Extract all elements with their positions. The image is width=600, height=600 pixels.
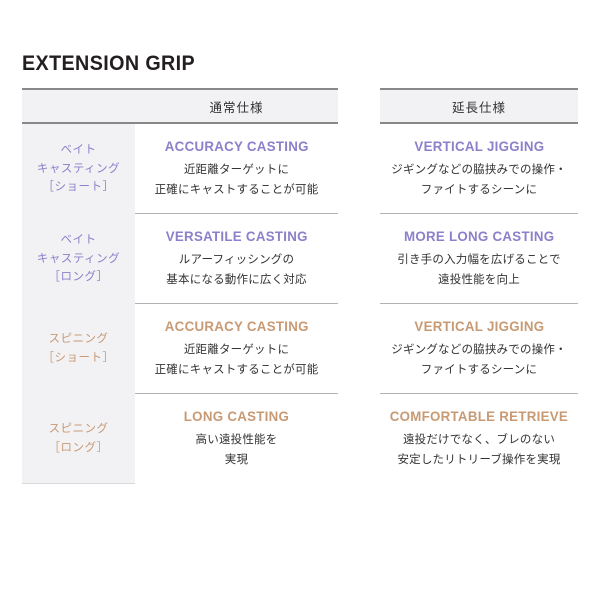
row-separator: [380, 303, 578, 304]
cell-description-line1: ルアーフィッシングの: [178, 253, 295, 266]
row-label-line2: ［ロング］: [48, 442, 109, 454]
cell-extension-spec: MORE LONG CASTING 引き手の入力幅を広げることで 遠投性能を向上: [380, 214, 578, 304]
table-grid: 通常仕様 延長仕様 ベイト キャスティング ［ショート］ ACCURACY CA…: [22, 88, 578, 484]
row-label-line2: キャスティング: [36, 162, 121, 175]
row-label-line1: スピニング: [48, 423, 109, 436]
row-label-line3: ［ショート］: [42, 181, 115, 194]
cell-gap: [338, 124, 380, 214]
row-separator: [380, 393, 578, 394]
cell-normal-spec: VERSATILE CASTING ルアーフィッシングの 基本になる動作に広く対…: [135, 214, 338, 304]
cell-description: ジギングなどの脇挟みでの操作・ ファイトするシーンに: [391, 341, 567, 381]
cell-description-line1: ジギングなどの脇挟みでの操作・: [391, 343, 567, 356]
row-label-line2: キャスティング: [36, 252, 121, 265]
page-title: EXTENSION GRIP: [22, 52, 196, 75]
cell-description-line2: 安定したリトリーブ操作を実現: [397, 453, 561, 466]
cell-extension-spec: COMFORTABLE RETRIEVE 遠投だけでなく、ブレのない 安定したリ…: [380, 394, 578, 484]
cell-description: 近距離ターゲットに 正確にキャストすることが可能: [155, 341, 319, 381]
cell-extension-spec: VERTICAL JIGGING ジギングなどの脇挟みでの操作・ ファイトするシ…: [380, 124, 578, 214]
row-separator: [380, 213, 578, 214]
row-label-line1: スピニング: [48, 333, 109, 346]
table-header-extension-spec: 延長仕様: [380, 88, 578, 124]
cell-headline: ACCURACY CASTING: [164, 317, 309, 334]
row-label-line3: ［ロング］: [48, 271, 109, 284]
cell-extension-spec: VERTICAL JIGGING ジギングなどの脇挟みでの操作・ ファイトするシ…: [380, 304, 578, 394]
cell-normal-spec: ACCURACY CASTING 近距離ターゲットに 正確にキャストすることが可…: [135, 124, 338, 214]
cell-description: 遠投だけでなく、ブレのない 安定したリトリーブ操作を実現: [397, 431, 560, 471]
cell-description-line1: 遠投だけでなく、ブレのない: [402, 433, 556, 446]
cell-description-line2: ファイトするシーンに: [420, 363, 538, 376]
table-row: ベイト キャスティング ［ロング］: [22, 214, 578, 484]
cell-description: ジギングなどの脇挟みでの操作・ ファイトするシーンに: [391, 161, 567, 201]
cell-headline: LONG CASTING: [183, 407, 290, 424]
cell-description: ルアーフィッシングの 基本になる動作に広く対応: [166, 251, 306, 291]
cell-headline: VERTICAL JIGGING: [414, 137, 544, 154]
table-header-normal-spec: 通常仕様: [135, 88, 338, 124]
cell-headline: COMFORTABLE RETRIEVE: [389, 407, 569, 424]
cell-description: 高い遠投性能を 実現: [196, 431, 278, 471]
table-row: ベイト キャスティング ［ショート］: [22, 124, 578, 484]
extension-grip-table: 通常仕様 延長仕様 ベイト キャスティング ［ショート］ ACCURACY CA…: [22, 88, 578, 484]
cell-headline: VERSATILE CASTING: [165, 227, 308, 244]
cell-description-line2: 基本になる動作に広く対応: [166, 273, 307, 286]
cell-gap: [338, 394, 380, 484]
cell-gap: [338, 304, 380, 394]
cell-normal-spec: ACCURACY CASTING 近距離ターゲットに 正確にキャストすることが可…: [135, 304, 338, 394]
cell-description-line1: 引き手の入力幅を広げることで: [397, 253, 561, 266]
cell-headline: ACCURACY CASTING: [164, 137, 309, 154]
row-label-line2: ［ショート］: [42, 352, 115, 364]
cell-description-line1: ジギングなどの脇挟みでの操作・: [391, 163, 567, 176]
cell-description: 近距離ターゲットに 正確にキャストすることが可能: [155, 161, 319, 201]
cell-description-line2: 実現: [224, 453, 249, 466]
table-header-corner: [22, 88, 135, 124]
row-label-line1: ベイト: [60, 143, 97, 156]
row-label-line1: ベイト: [60, 233, 97, 246]
table-row: スピニング ［ショート］: [22, 304, 578, 484]
row-separator: [135, 213, 338, 214]
cell-headline: MORE LONG CASTING: [403, 227, 555, 244]
cell-description: 引き手の入力幅を広げることで 遠投性能を向上: [397, 251, 560, 291]
cell-description-line1: 近距離ターゲットに: [183, 163, 290, 176]
cell-description-line1: 近距離ターゲットに: [183, 343, 290, 356]
cell-normal-spec: LONG CASTING 高い遠投性能を 実現: [135, 394, 338, 484]
cell-description-line2: ファイトするシーンに: [420, 183, 538, 196]
cell-description-line1: 高い遠投性能を: [195, 433, 278, 446]
cell-description-line2: 正確にキャストすることが可能: [154, 183, 319, 196]
row-separator: [135, 303, 338, 304]
table-row: スピニング ［ロング］: [22, 394, 135, 484]
cell-description-line2: 遠投性能を向上: [438, 273, 520, 286]
cell-headline: VERTICAL JIGGING: [414, 317, 544, 334]
table-header-gap: [338, 88, 380, 124]
cell-gap: [338, 214, 380, 304]
row-separator: [135, 393, 338, 394]
cell-description-line2: 正確にキャストすることが可能: [154, 363, 319, 376]
